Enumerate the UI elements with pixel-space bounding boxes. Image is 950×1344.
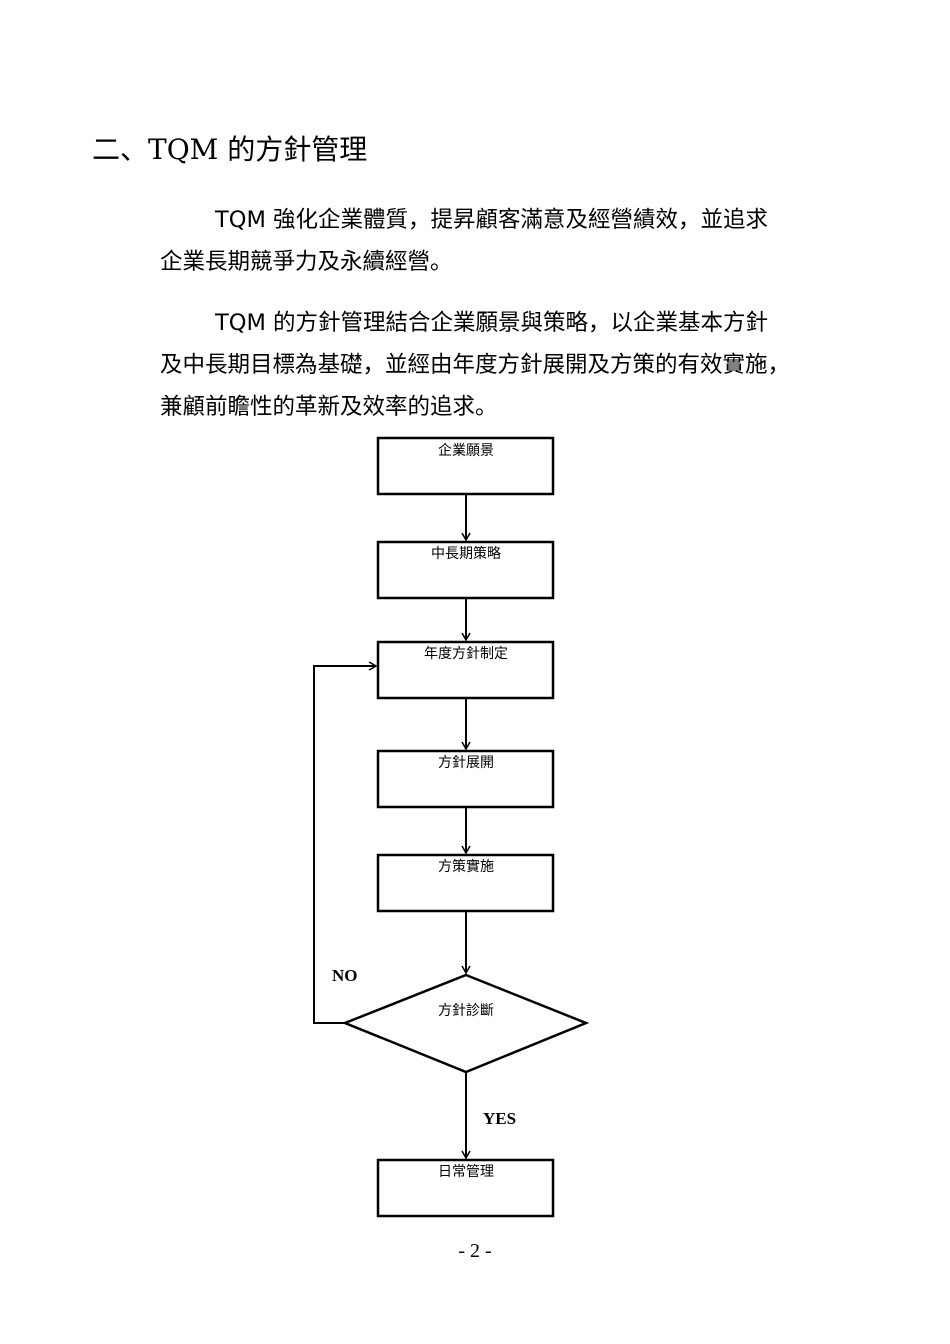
step-label: 方策實施 xyxy=(438,858,494,875)
decision-label: 方針診斷 xyxy=(438,1003,494,1019)
paragraph-line: TQM 強化企業體質，提昇顧客滿意及經營績效，並追求 xyxy=(215,207,769,233)
heading-latin: TQM xyxy=(148,133,219,166)
page-number: - 2 - xyxy=(458,1240,492,1262)
heading-prefix: 二、 xyxy=(92,133,149,166)
step-box-deployment: 方針展開 xyxy=(376,749,555,809)
decision-diamond: 方針診斷 xyxy=(341,973,590,1074)
section-heading: 二、TQM 的方針管理 xyxy=(92,128,367,168)
step-label: 日常管理 xyxy=(438,1164,494,1180)
step-label: 企業願景 xyxy=(438,442,494,459)
step-label: 方針展開 xyxy=(438,755,494,771)
step-label: 中長期策略 xyxy=(431,545,501,562)
step-box-implementation: 方策實施 xyxy=(376,853,555,913)
paragraph-2: TQM 的方針管理結合企業願景與策略，以企業基本方針 及中長期目標為基礎，並經由… xyxy=(160,302,900,428)
step-box-vision: 企業願景 xyxy=(376,436,555,496)
no-loop-arrow xyxy=(313,661,378,1024)
step-box-strategy: 中長期策略 xyxy=(376,540,555,600)
paragraph-line: TQM 的方針管理結合企業願景與策略，以企業基本方針 xyxy=(215,310,769,336)
step-label: 年度方針制定 xyxy=(424,646,508,662)
step-box-annual-policy: 年度方針制定 xyxy=(376,640,555,700)
paragraph-line: 及中長期目標為基礎，並經由年度方針展開及方策的有效實施， xyxy=(160,352,791,378)
no-label: NO xyxy=(332,966,358,985)
paragraph-1: TQM 強化企業體質，提昇顧客滿意及經營績效，並追求 企業長期競爭力及永續經營。 xyxy=(160,199,900,283)
paragraph-line: 兼顧前瞻性的革新及效率的追求。 xyxy=(160,394,498,420)
paragraph-line: 企業長期競爭力及永續經營。 xyxy=(160,249,453,275)
step-box-daily-management: 日常管理 xyxy=(376,1158,555,1218)
heading-suffix: 的方針管理 xyxy=(218,133,368,166)
yes-label: YES xyxy=(483,1109,516,1128)
